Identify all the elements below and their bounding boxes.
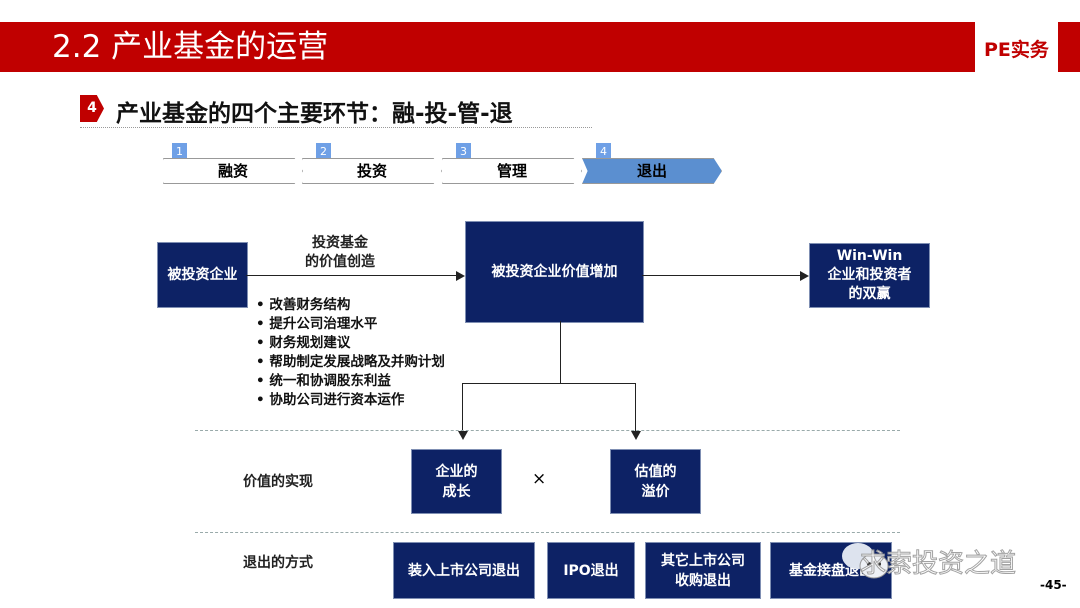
arrow-label-line: 的价值创造 — [305, 254, 375, 270]
page-number: -45- — [1040, 578, 1067, 592]
arrow-right-icon — [800, 271, 809, 281]
list-item: • 统一和协调股东利益 — [256, 373, 391, 389]
result-line: 的双赢 — [848, 286, 891, 302]
header-bar — [0, 22, 975, 72]
exit-option: IPO退出 — [563, 562, 619, 579]
exit-option: 装入上市公司退出 — [408, 562, 520, 579]
exit-label: 退出的方式 — [243, 555, 313, 571]
connector-line — [462, 383, 463, 431]
connector-line — [635, 383, 636, 431]
source-box: 被投资企业 — [157, 242, 248, 308]
step-financing: 融资 — [163, 158, 303, 184]
arrow-label-line: 投资基金 — [312, 235, 368, 251]
exit-option: 收购退出 — [675, 572, 731, 589]
center-box: 被投资企业价值增加 — [465, 221, 644, 323]
box-line: 企业的 — [435, 463, 478, 480]
arrow-down-icon — [631, 431, 641, 440]
divider — [80, 127, 592, 128]
arrow-line — [246, 275, 456, 276]
list-item: • 帮助制定发展战略及并购计划 — [256, 354, 445, 370]
arrow-right-icon — [456, 271, 465, 281]
dashed-divider — [195, 532, 900, 533]
premium-box: 估值的溢价 — [610, 449, 701, 514]
step-managing: 管理 — [442, 158, 582, 184]
step-exit: 退出 — [582, 158, 722, 184]
step-investing: 投资 — [302, 158, 442, 184]
step-number: 2 — [316, 143, 331, 160]
result-line: Win-Win — [836, 248, 903, 264]
list-item: • 提升公司治理水平 — [256, 316, 378, 332]
arrow-down-icon — [458, 431, 468, 440]
list-item: • 财务规划建议 — [256, 335, 351, 351]
watermark: 求索投资之道 — [859, 549, 1017, 580]
page-title: 2.2 产业基金的运营 — [52, 29, 329, 65]
box-line: 估值的 — [634, 463, 677, 480]
connector-line — [560, 321, 561, 383]
step-number: 3 — [456, 143, 471, 160]
list-item: • 协助公司进行资本运作 — [256, 392, 405, 408]
box-line: 溢价 — [641, 483, 670, 500]
wechat-icon — [842, 543, 889, 579]
exit-box: 其它上市公司收购退出 — [645, 542, 761, 599]
header-strip — [1058, 22, 1080, 72]
dashed-divider — [195, 430, 900, 431]
value-creation-list: • 改善财务结构 • 提升公司治理水平 • 财务规划建议 • 帮助制定发展战略及… — [256, 296, 445, 410]
realization-label: 价值的实现 — [243, 474, 313, 490]
exit-option: 其它上市公司 — [661, 552, 745, 569]
step-number: 1 — [172, 143, 187, 160]
center-label: 被投资企业价值增加 — [491, 264, 618, 280]
result-line: 企业和投资者 — [827, 267, 912, 283]
arrow-line — [642, 275, 800, 276]
section-badge: 4 — [80, 95, 104, 122]
step-number: 4 — [596, 143, 611, 160]
source-label: 被投资企业 — [167, 267, 238, 283]
growth-box: 企业的成长 — [411, 449, 502, 514]
box-line: 成长 — [442, 483, 471, 500]
section-title: 产业基金的四个主要环节：融-投-管-退 — [116, 101, 513, 127]
win-win-box: Win-Win 企业和投资者的双赢 — [809, 243, 930, 308]
connector-line — [462, 383, 635, 384]
multiply-sign: × — [532, 469, 547, 489]
brand-logo: PE实务 — [984, 39, 1049, 61]
exit-box: 装入上市公司退出 — [393, 542, 535, 599]
list-item: • 改善财务结构 — [256, 297, 351, 313]
arrow-label: 投资基金的价值创造 — [300, 234, 380, 272]
exit-box: IPO退出 — [547, 542, 635, 599]
